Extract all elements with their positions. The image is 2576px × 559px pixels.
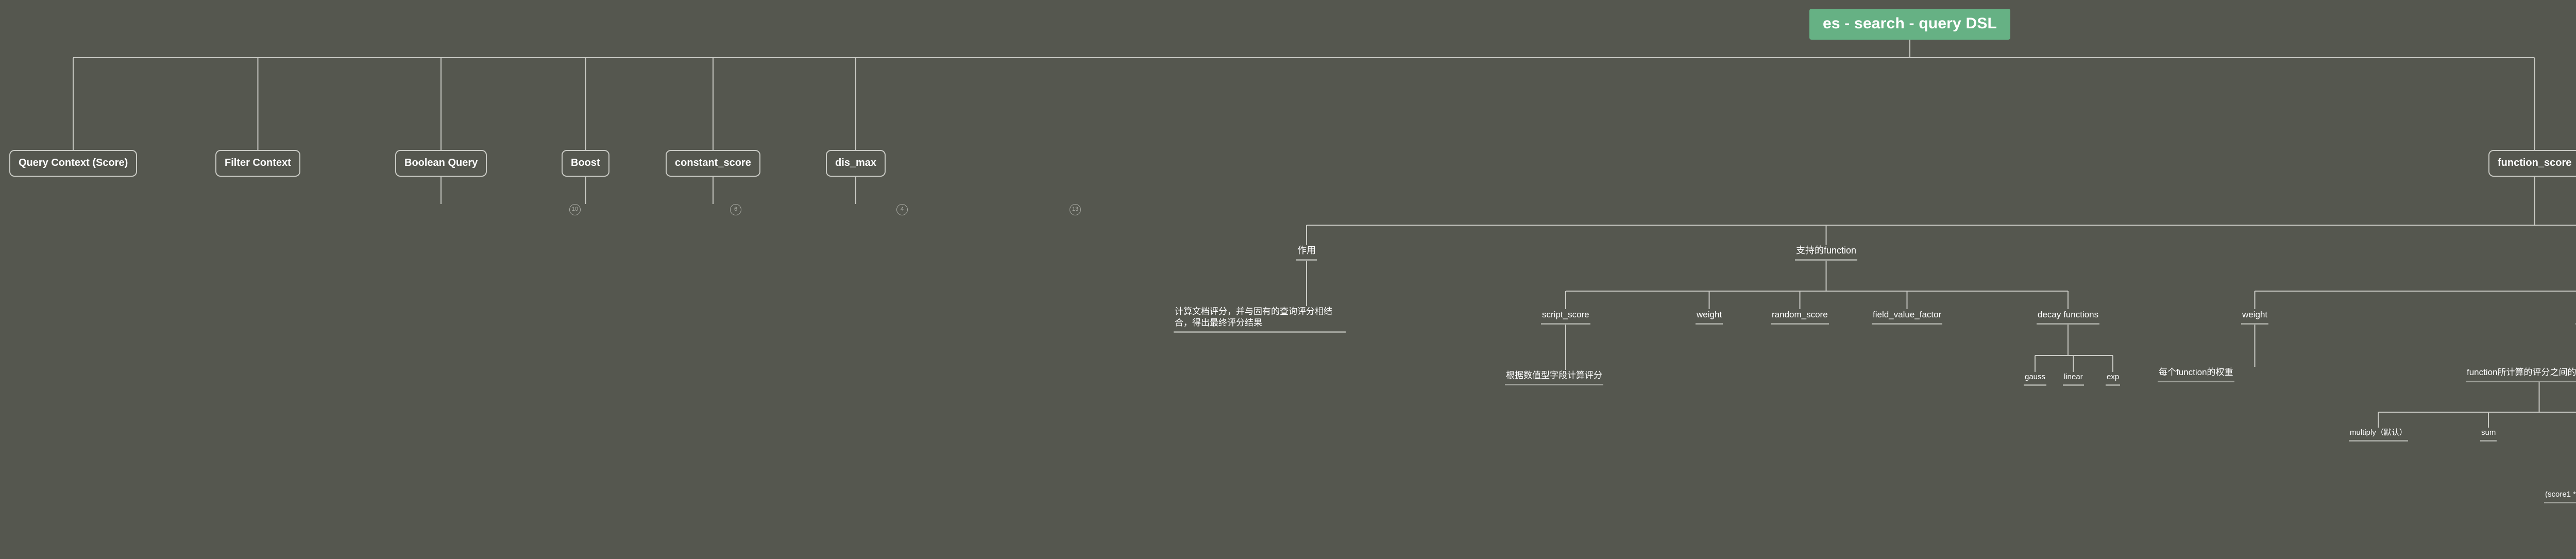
script-score-description[interactable]: 根据数值型字段计算评分 (1505, 370, 1603, 385)
node-boolean-query[interactable]: Boolean Query (395, 150, 487, 177)
weight-description[interactable]: 每个function的权重 (2158, 367, 2234, 382)
node-function-score[interactable]: function_score (2488, 150, 2576, 177)
score-mode-description[interactable]: function所计算的评分之间的结合方式 (2466, 367, 2576, 382)
function-decay-functions[interactable]: decay functions (2037, 309, 2100, 325)
collapse-badge-boost[interactable]: 6 (730, 204, 741, 215)
purpose-description[interactable]: 计算文档评分，并与固有的查询评分相结合，得出最终评分结果 (1174, 306, 1346, 333)
node-query-context-score[interactable]: Query Context (Score) (9, 150, 138, 177)
score-mode-option-multiply[interactable]: multiply（默认） (2349, 428, 2408, 442)
avg-formula[interactable]: (score1 * w1 + score2 * w2) / (w1 + w2) (2544, 489, 2576, 504)
function-script-score[interactable]: script_score (1541, 309, 1590, 325)
node-boost[interactable]: Boost (562, 150, 609, 177)
function-random-score[interactable]: random_score (1771, 309, 1829, 325)
collapse-badge-boolean-query[interactable]: 10 (569, 204, 581, 215)
function-weight[interactable]: weight (1696, 309, 1723, 325)
node-filter-context[interactable]: Filter Context (215, 150, 300, 177)
decay-gauss[interactable]: gauss (2024, 372, 2047, 386)
config-weight[interactable]: weight (2241, 309, 2269, 325)
collapse-badge-constant-score[interactable]: 4 (896, 204, 908, 215)
root-node[interactable]: es - search - query DSL (1809, 9, 2011, 40)
group-supported-functions[interactable]: 支持的function (1795, 245, 1858, 261)
node-constant-score[interactable]: constant_score (666, 150, 760, 177)
decay-linear[interactable]: linear (2063, 372, 2084, 386)
decay-exp[interactable]: exp (2106, 372, 2121, 386)
collapse-badge-dis-max[interactable]: 13 (1070, 204, 1081, 215)
score-mode-option-sum[interactable]: sum (2480, 428, 2497, 442)
group-purpose[interactable]: 作用 (1296, 245, 1317, 261)
node-dis-max[interactable]: dis_max (826, 150, 886, 177)
function-field-value-factor[interactable]: field_value_factor (1872, 309, 1943, 325)
